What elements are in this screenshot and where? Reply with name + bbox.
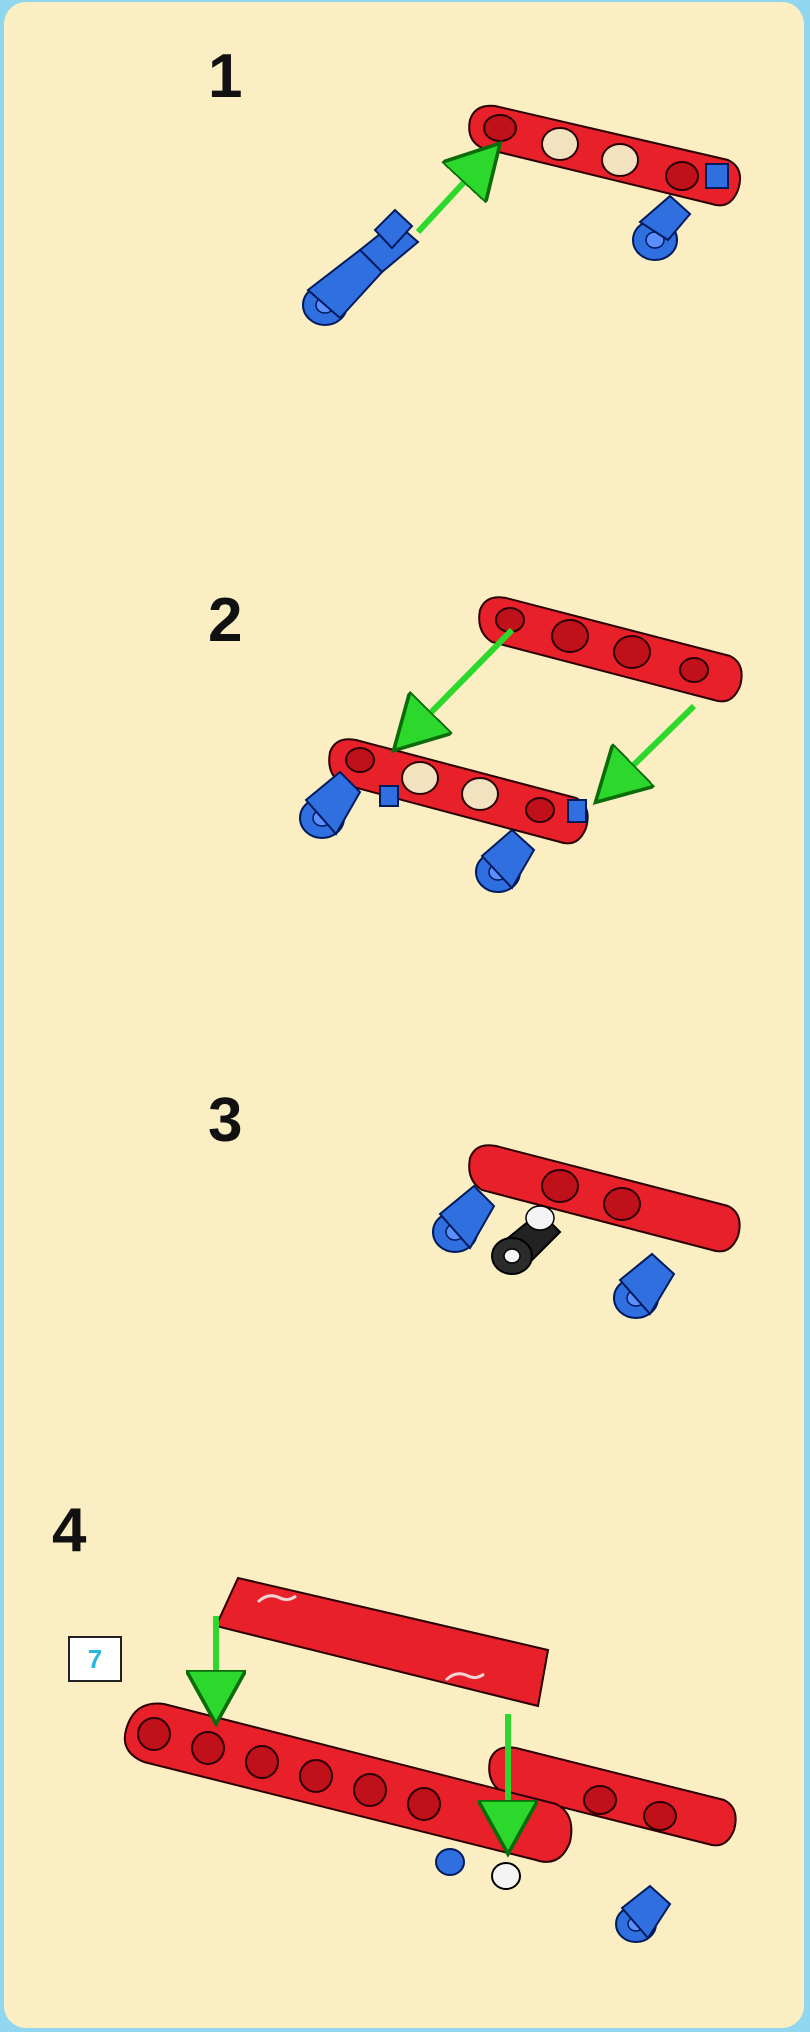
red-beam [468, 104, 741, 207]
long-red-beam [123, 1702, 573, 1890]
blue-pins [432, 1184, 676, 1319]
instruction-panel [4, 2, 804, 2028]
step-number-1: 1 [208, 42, 243, 111]
step-number-4: 4 [52, 1496, 87, 1565]
place-arrow-right [604, 703, 697, 794]
step-number-3: 3 [208, 1086, 243, 1155]
sticker [214, 1576, 550, 1708]
step2-illustration [299, 596, 743, 893]
blue-pin [615, 1884, 672, 1943]
place-arrow-left [402, 627, 515, 742]
red-beam [468, 1144, 741, 1253]
quantity-callout: 7 [68, 1636, 122, 1682]
step-number-2: 2 [208, 586, 243, 655]
step4-illustration [123, 1576, 737, 1943]
black-pin [491, 1205, 562, 1275]
loose-blue-pin [302, 208, 420, 326]
step3-illustration [432, 1144, 741, 1319]
lower-red-beam [328, 738, 589, 845]
blue-pins [299, 770, 587, 893]
insert-arrow [415, 152, 492, 235]
blue-pin [632, 163, 729, 261]
step1-illustration [302, 104, 741, 326]
upper-red-beam [478, 596, 743, 703]
